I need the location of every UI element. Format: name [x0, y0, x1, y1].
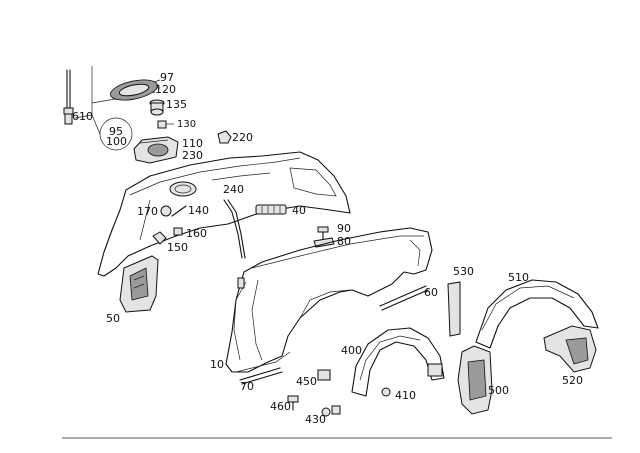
- part-520-liner-section: [543, 325, 597, 373]
- label-430: 430: [305, 413, 326, 426]
- part-500-inner-panel: [457, 345, 493, 415]
- label-70: 70: [240, 380, 254, 393]
- part-240-inner-panel: [97, 151, 351, 277]
- label-230: 230: [182, 149, 203, 162]
- label-160: 160: [186, 227, 207, 240]
- part-450-bracket: [317, 369, 331, 381]
- label-120: 120: [155, 83, 176, 96]
- label-530: 530: [453, 265, 474, 278]
- label-10: 10: [210, 358, 224, 371]
- label-400: 400: [341, 344, 362, 357]
- part-150-clip: [152, 231, 167, 245]
- label-95: 95: [109, 125, 123, 138]
- label-130: 130: [177, 119, 196, 130]
- part-220-clip: [217, 130, 232, 144]
- part-70-trim: [239, 367, 281, 381]
- label-110: 110: [182, 137, 203, 150]
- label-97: 97: [160, 71, 174, 84]
- part-430-clip: [321, 405, 341, 417]
- label-135: 135: [166, 98, 187, 111]
- part-60-strip: [379, 285, 427, 307]
- part-97-cover-plate: [110, 79, 161, 101]
- part-460-screw: [287, 395, 299, 411]
- label-90: 90: [337, 222, 351, 235]
- label-100: 100: [106, 135, 127, 148]
- label-220: 220: [232, 131, 253, 144]
- part-400-inner-liner: [351, 327, 445, 397]
- label-460: 460: [270, 400, 291, 413]
- part-130-clip: [157, 120, 174, 129]
- part-90-bolt: [317, 226, 329, 241]
- part-40-vent-grille: [255, 204, 287, 215]
- label-40: 40: [292, 204, 306, 217]
- part-170-grommet: [160, 205, 172, 217]
- part-135-spring: [149, 99, 165, 116]
- label-80: 80: [337, 235, 351, 248]
- label-450: 450: [296, 375, 317, 388]
- part-530-strip: [447, 281, 461, 337]
- label-150: 150: [167, 241, 188, 254]
- label-60: 60: [424, 286, 438, 299]
- part-140-rod: [171, 205, 187, 217]
- part-50-panel: [119, 255, 159, 313]
- label-520: 520: [562, 374, 583, 387]
- label-510: 510: [508, 271, 529, 284]
- part-410-fastener: [381, 387, 391, 397]
- label-410: 410: [395, 389, 416, 402]
- label-500: 500: [488, 384, 509, 397]
- label-140: 140: [188, 204, 209, 217]
- part-240-seal-strip: [223, 199, 243, 259]
- part-110-filler-housing: [133, 136, 179, 164]
- part-510-wheel-arch-liner: [475, 279, 599, 349]
- label-610: 610: [72, 110, 93, 123]
- label-240: 240: [223, 183, 244, 196]
- part-10-quarter-panel: [225, 227, 433, 373]
- label-50: 50: [106, 312, 120, 325]
- part-160-clip: [173, 227, 183, 236]
- label-170: 170: [137, 205, 158, 218]
